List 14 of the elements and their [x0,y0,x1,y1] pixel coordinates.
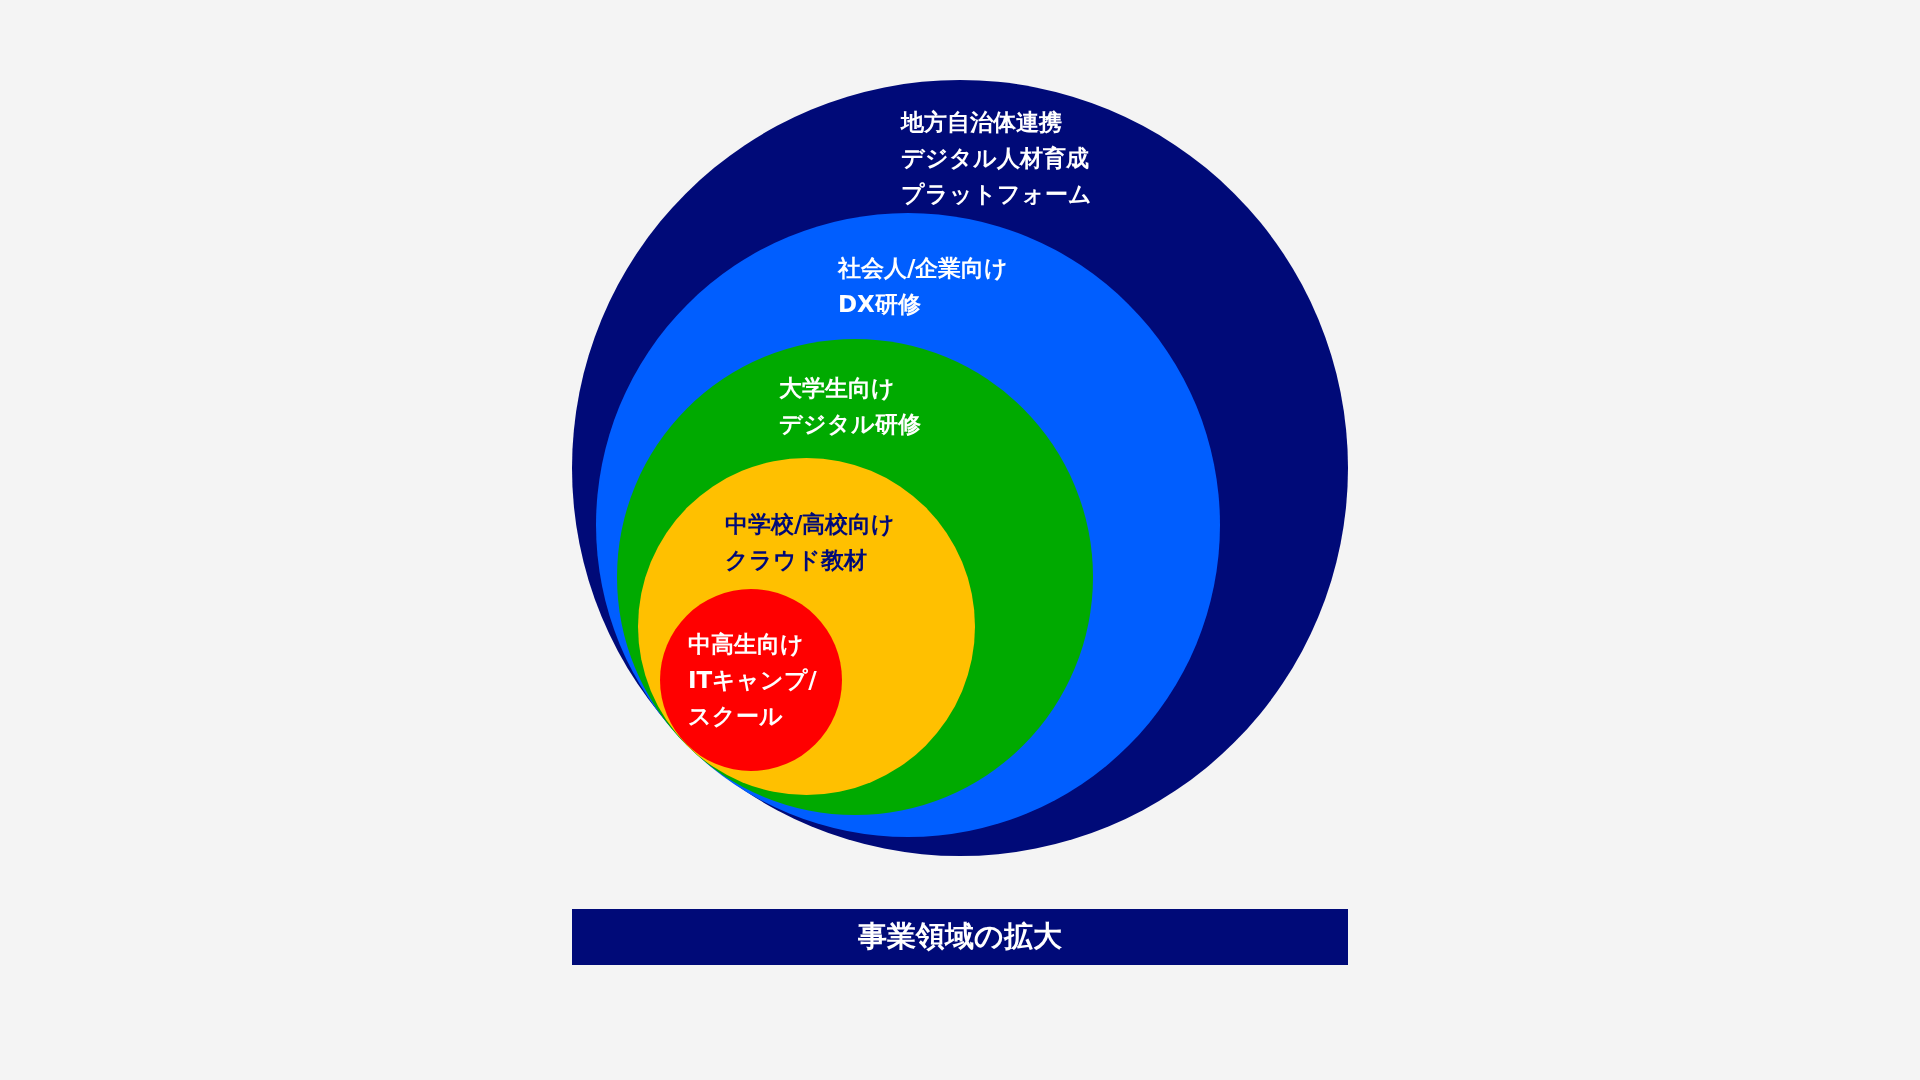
circle-label: 大学生向け [779,374,895,403]
circle-label: プラットフォーム [901,180,1092,209]
circle-label: クラウド教材 [725,546,867,575]
circle-label: スクール [688,702,783,731]
circle-label: 中学校/高校向け [725,510,896,539]
circle-label: ITキャンプ/ [688,666,817,695]
circle-label: 地方自治体連携 [901,108,1062,137]
circle-label: DX研修 [838,290,921,319]
circle-label: 中高生向け [688,630,804,659]
circle-label: デジタル研修 [779,410,921,439]
circle-label: デジタル人材育成 [901,144,1089,173]
circle-label: 社会人/企業向け [838,254,1009,283]
title-text: 事業領域の拡大 [858,918,1062,956]
title-bar [572,909,1348,965]
